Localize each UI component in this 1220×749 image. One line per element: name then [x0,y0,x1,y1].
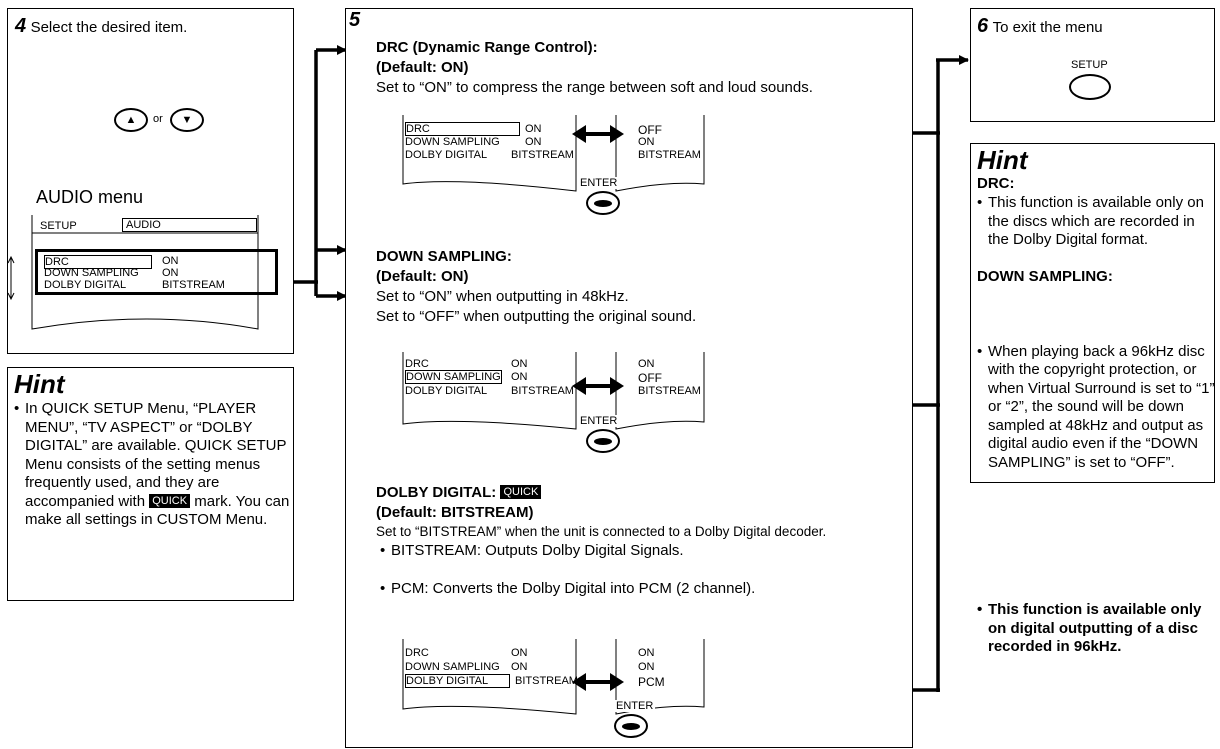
dolby-title: DOLBY DIGITAL: [376,484,497,501]
hint-right-title: Hint [977,145,1028,175]
dolby-screen-after: ON ON PCM [616,639,704,709]
setup-button-label: SETUP [1071,59,1108,71]
row-dolby-label: DOLBY DIGITAL [44,279,127,291]
hint-drc-bullet: This function is available only on the d… [977,194,1206,250]
down-r2: OFF [638,371,662,385]
down-enter-button[interactable] [586,429,620,453]
enter-icon [622,723,640,730]
audio-screen: SETUP AUDIO DRC ON DOWN SAMPLING ON DOLB… [32,215,278,325]
step4-number: 4 [15,15,27,37]
dolby-title-row: DOLBY DIGITAL: QUICK [376,484,542,501]
drc-s3-value: BITSTREAM [511,149,574,161]
step5-number: 5 [349,9,361,31]
down-title: DOWN SAMPLING: [376,248,512,265]
dolby-s2-label: DOWN SAMPLING [405,661,500,673]
down-screen-after: ON OFF BITSTREAM [616,352,704,422]
dolby-bullet1: BITSTREAM: Outputs Dolby Digital Signals… [380,542,946,561]
hint-ds-head: DOWN SAMPLING: [977,268,1113,285]
row-dolby-value: BITSTREAM [162,279,225,291]
audio-menu-caption: AUDIO menu [36,187,144,207]
quick-badge: QUICK [149,493,191,508]
down-s1-label: DRC [405,358,429,370]
drc-s3-label: DOLBY DIGITAL [405,149,488,161]
up-button[interactable]: ▲ [114,108,148,132]
dolby-s1-label: DRC [405,647,429,659]
drc-s2-label: DOWN SAMPLING [405,136,500,148]
drc-screen-before: DRC ON DOWN SAMPLING ON DOLBY DIGITAL BI… [403,115,576,185]
down-button[interactable]: ▼ [170,108,204,132]
hint-ds-bullet2: This function is available only on digit… [977,601,1218,657]
down-desc2: Set to “OFF” when outputting the origina… [376,308,697,325]
row-down-value: ON [162,267,179,279]
drc-title: DRC (Dynamic Range Control): [376,39,598,56]
drc-desc: Set to “ON” to compress the range betwee… [376,79,813,96]
drc-s1-label: DRC [405,122,520,136]
step4-instruction: Select the desired item. [30,19,188,36]
step6-instruction: To exit the menu [992,19,1103,36]
down-s3-label: DOLBY DIGITAL [405,385,488,397]
down-s1-value: ON [511,358,528,370]
dolby-enter-label: ENTER [614,700,656,712]
row-down-label: DOWN SAMPLING [44,267,139,279]
dolby-s3-label: DOLBY DIGITAL [405,674,510,688]
dolby-enter-button[interactable] [614,714,648,738]
enter-icon [594,438,612,445]
down-s2-value: ON [511,371,528,383]
drc-screen-after: OFF ON BITSTREAM [616,115,704,185]
audio-screen-frame [8,215,259,330]
dolby-quick-badge: QUICK [500,485,542,499]
up-arrow-icon: ▲ [125,114,137,126]
drc-r3: BITSTREAM [638,149,701,161]
hint-left-panel: Hint In QUICK SETUP Menu, “PLAYER MENU”,… [7,367,294,601]
hint-left-bullet: In QUICK SETUP Menu, “PLAYER MENU”, “TV … [14,400,291,530]
dolby-screen-before: DRC ON DOWN SAMPLING ON DOLBY DIGITAL BI… [403,639,578,709]
hint-ds-bullet1: When playing back a 96kHz disc with the … [977,343,1216,473]
hint-left-title: Hint [14,369,65,399]
drc-r2: ON [638,136,655,148]
row-drc-value: ON [162,255,179,267]
down-default: (Default: ON) [376,268,469,285]
setup-button[interactable] [1069,74,1111,100]
enter-icon [594,200,612,207]
step5-screens-frame [402,115,705,715]
or-text: or [153,113,163,125]
down-arrow-icon: ▼ [181,114,193,126]
down-s2-label: DOWN SAMPLING [405,370,502,384]
row-drc-label: DRC [44,255,152,269]
down-r1: ON [638,358,655,370]
dolby-r1: ON [638,647,655,659]
audio-tab: AUDIO [122,218,257,232]
step5-panel: 5 DRC (Dynamic Range Control): (Default:… [345,8,913,748]
step6-panel: 6 To exit the menu SETUP [970,8,1215,122]
drc-r1: OFF [638,123,662,137]
dolby-r2: ON [638,661,655,673]
dolby-bullet2: PCM: Converts the Dolby Digital into PCM… [380,580,946,599]
down-screen-before: DRC ON DOWN SAMPLING ON DOLBY DIGITAL BI… [403,352,576,422]
step4-panel: 4 Select the desired item. ▲ or ▼ AUDIO … [7,8,294,354]
down-r3: BITSTREAM [638,385,701,397]
dolby-default: (Default: BITSTREAM) [376,504,534,521]
drc-s1-value: ON [525,123,542,135]
down-enter-label: ENTER [578,415,620,427]
hint-right-panel: Hint DRC: This function is available onl… [970,143,1216,655]
dolby-s2-value: ON [511,661,528,673]
audio-selection-frame [35,249,278,295]
dolby-s1-value: ON [511,647,528,659]
down-desc1: Set to “ON” when outputting in 48kHz. [376,288,629,305]
drc-enter-button[interactable] [586,191,620,215]
drc-enter-label: ENTER [578,177,620,189]
dolby-s3-value: BITSTREAM [515,675,578,687]
setup-label: SETUP [40,220,77,232]
step6-number: 6 [977,15,989,37]
drc-s2-value: ON [525,136,542,148]
dolby-r3: PCM [638,675,665,689]
hint-drc-head: DRC: [977,175,1015,192]
dolby-desc: Set to “BITSTREAM” when the unit is conn… [376,524,827,539]
drc-default: (Default: ON) [376,59,469,76]
down-s3-value: BITSTREAM [511,385,574,397]
